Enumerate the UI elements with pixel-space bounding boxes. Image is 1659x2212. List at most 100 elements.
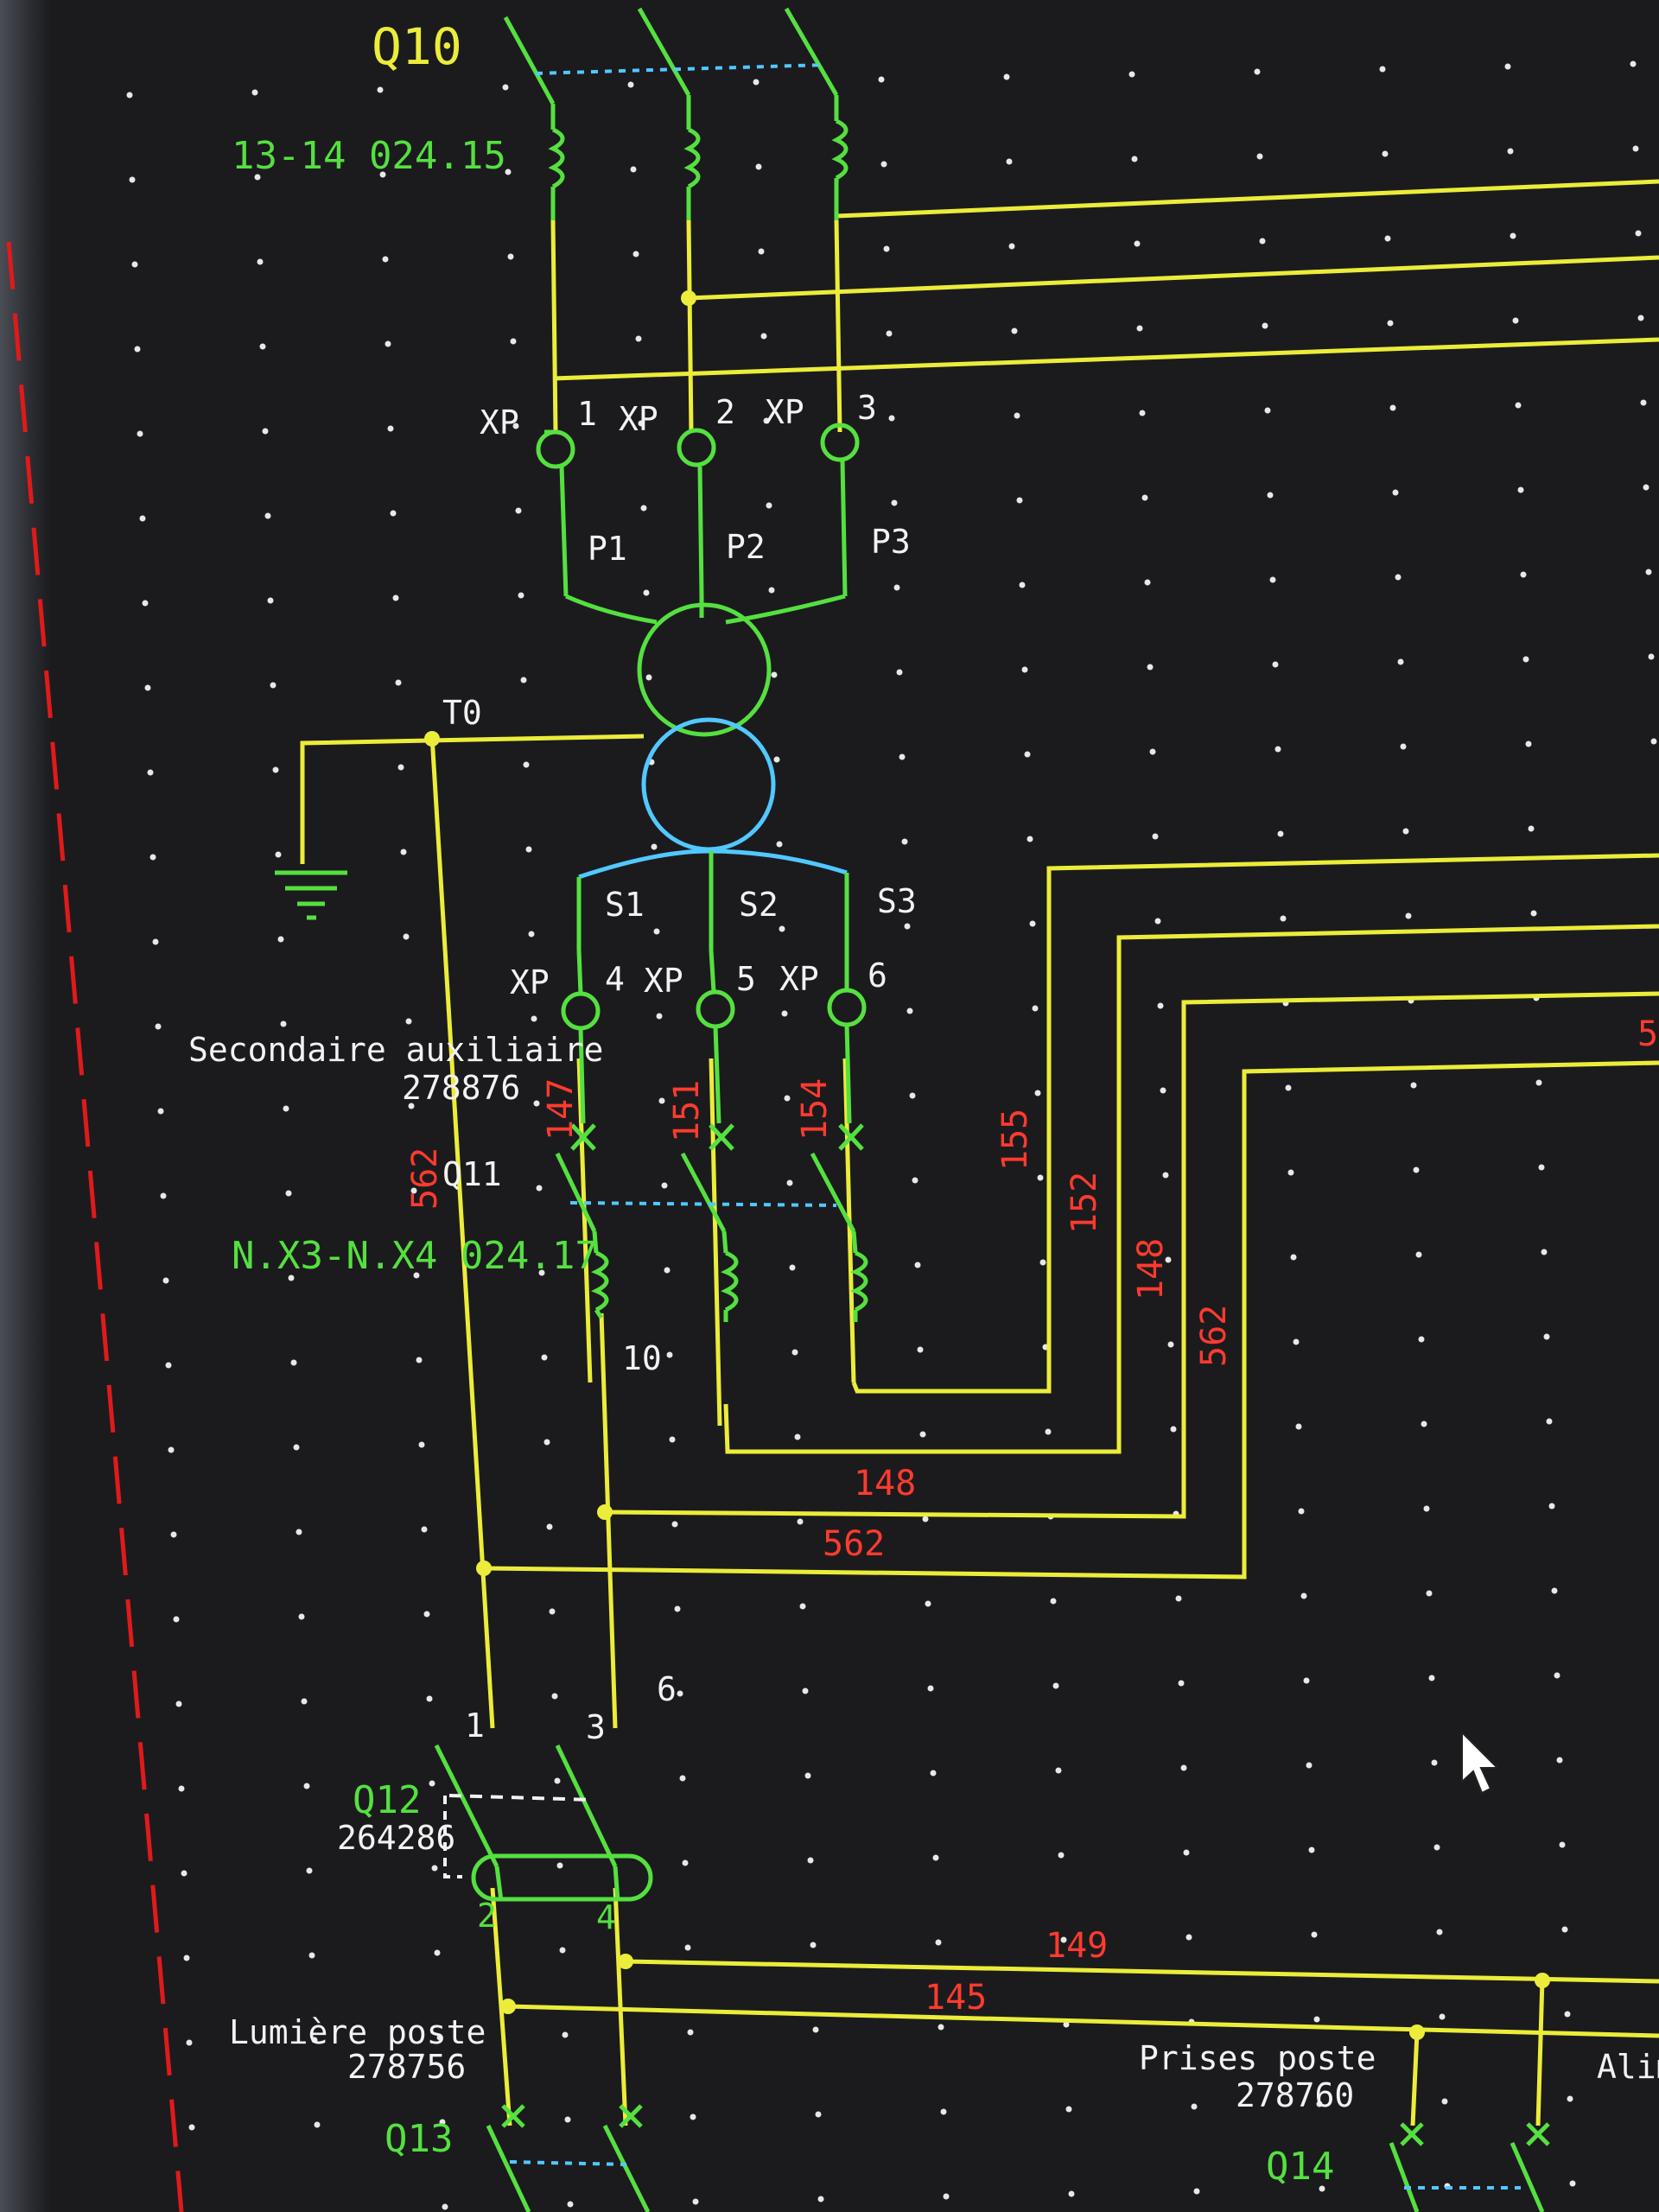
grid-dot [1264,407,1271,414]
grid-dot [893,584,900,591]
grid-dot [922,1516,929,1522]
grid-dot [502,84,509,91]
grid-dot [1037,1174,1044,1181]
grid-dot [1065,2106,1072,2113]
grid-dot [416,1357,423,1363]
grid-dot [1058,1852,1065,1859]
grid-dot [1014,412,1020,419]
winding-s1: S1 [605,886,645,924]
grid-dot [543,1439,550,1446]
grid-dot [1561,1926,1568,1933]
grid-dot [538,1269,545,1276]
mouse-cursor-icon [1461,1730,1500,1795]
grid-dot [1650,738,1657,745]
grid-dot [781,1010,788,1017]
grid-dot [677,1690,683,1697]
grid-dot [1055,1767,1062,1774]
grid-dot [1410,1082,1417,1089]
grid-dot [1546,1418,1553,1425]
grid-dot [1433,1844,1440,1851]
grid-dot [784,1095,791,1102]
grid-dot [149,854,156,861]
grid-dot [1269,576,1276,583]
q12-pins: 1 3 2 4 [465,1707,616,1936]
grid-dot [935,1939,942,1946]
grid-dot [930,1770,937,1777]
grid-dot [899,753,906,760]
grid-dot [1645,569,1652,575]
grid-dot [272,766,279,773]
grid-dot [541,1354,548,1361]
grid-dot [1421,1421,1427,1427]
transformer-t0[interactable] [576,602,849,950]
grid-dot [1063,2021,1070,2028]
grid-dot [904,923,911,930]
wire-number: 154 [795,1078,835,1141]
grid-dot [397,764,404,771]
grid-dot [1152,833,1159,840]
grid-dot [661,1182,668,1189]
breaker-q11[interactable] [555,1123,868,1322]
q10-ref: 13-14 024.15 [232,134,506,178]
grid-dot [1308,1847,1315,1853]
grid-dot [1021,666,1028,673]
grid-dot [1379,66,1386,73]
grid-dot [914,1262,921,1268]
grid-dot [925,1600,931,1607]
grid-dot [645,674,652,681]
grid-dot [1167,1341,1174,1348]
grid-dot [1648,653,1655,660]
grid-dot [1517,486,1524,493]
grid-dot [421,1526,428,1533]
grid-dot [160,1192,167,1199]
wire-number: 149 [1046,1926,1108,1966]
grid-dot [917,1346,924,1353]
grid-dot [658,1097,665,1104]
grid-dot [288,1274,295,1281]
grid-dot [1274,746,1281,753]
grid-dot [1311,1931,1318,1938]
lumiere-label: Lumière poste [229,2013,486,2051]
grid-dot [270,682,276,689]
grid-dot [1256,153,1263,160]
breaker-q10[interactable] [503,7,849,220]
grid-dot [1165,1256,1172,1263]
grid-dot [1389,404,1396,411]
grid-dot [1559,1841,1566,1848]
grid-dot [906,1007,913,1014]
grid-dot [277,936,284,943]
grid-dot [1632,145,1639,152]
xp-label: XP [644,962,683,1000]
pin-2: 2 [477,1897,497,1935]
xp-number: 6 [868,957,887,995]
grid-dot [426,1695,433,1702]
grid-dot [666,1351,673,1358]
grid-dot [1170,1426,1177,1433]
grid-dot [311,2037,318,2044]
wire-number: 152 [1065,1172,1104,1234]
grid-dot [1395,574,1402,581]
wire-number: 147 [541,1078,581,1141]
grid-dot [134,346,141,353]
grid-dot [413,1272,420,1279]
grid-dot [635,335,642,342]
breaker-q13[interactable] [486,2104,651,2212]
grid-dot [1290,1254,1297,1261]
xp-label: XP [510,963,550,1001]
transformer-tag: T0 [442,694,482,732]
grid-dot [804,1772,811,1779]
grid-dot [1548,1503,1555,1510]
grid-dot [1551,1587,1558,1594]
grid-dot [264,512,271,519]
grid-dot [630,166,637,173]
grid-dot [1538,1164,1545,1171]
breaker-q12[interactable] [434,1744,653,1902]
grid-dot [1528,825,1535,832]
grid-dot [126,92,133,99]
grid-dot [385,340,391,347]
breaker-q14[interactable] [1389,2122,1550,2212]
monitor-bezel [0,0,52,2212]
grid-dot [1392,489,1399,496]
grid-dot [1426,1590,1433,1597]
